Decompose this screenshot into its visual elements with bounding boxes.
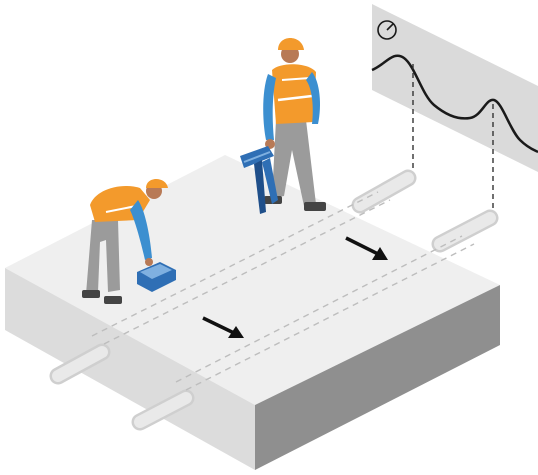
graph-panel <box>372 4 538 172</box>
worker-arm <box>263 74 276 140</box>
worker-helmet <box>278 38 304 50</box>
pipe-end-bottom-right <box>440 218 490 244</box>
pipe-end-top-right <box>360 178 408 205</box>
ground-slab <box>5 155 500 470</box>
worker-vest <box>272 64 316 124</box>
worker-helmet <box>146 179 168 188</box>
